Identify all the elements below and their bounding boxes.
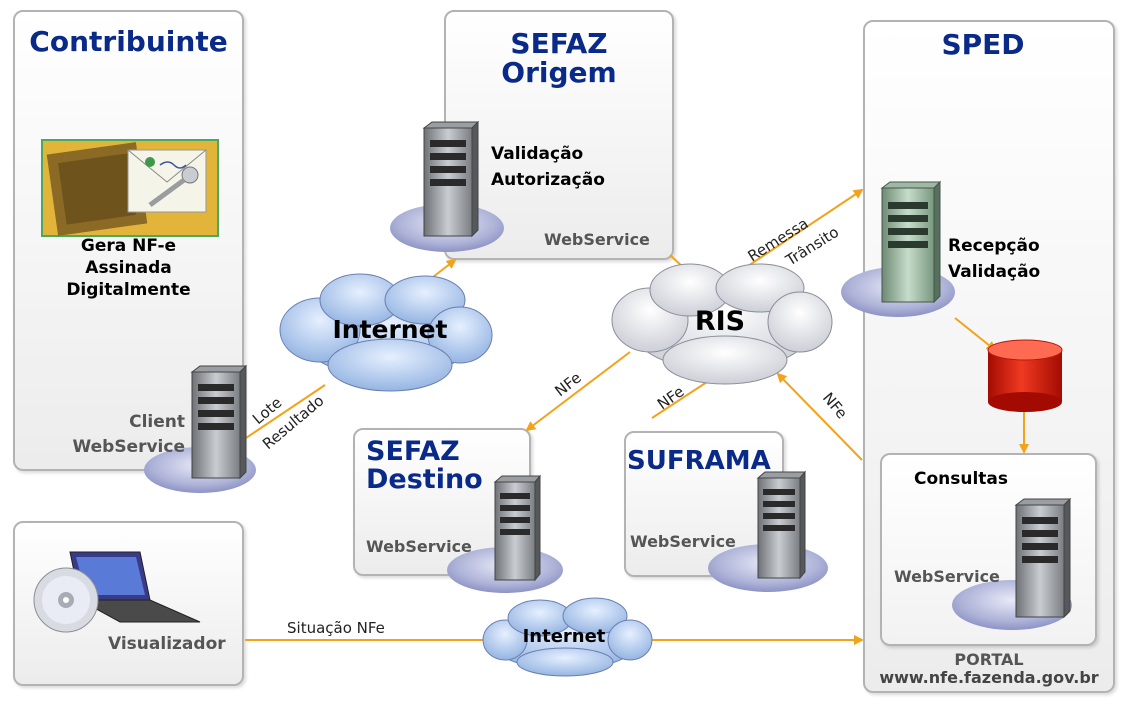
desc-line-1: Gera NF-e	[80, 236, 177, 256]
sefaz-destino-server-icon	[447, 474, 563, 593]
nfe-destino-label: NFe	[551, 369, 584, 401]
ris-label: RIS	[694, 306, 746, 337]
ris-to-sped-arrow	[744, 188, 864, 269]
database-icon	[987, 339, 1063, 412]
internet-bottom-cloud	[482, 597, 653, 677]
internet-top-label: Internet	[332, 315, 448, 344]
validacao-label: Validação	[491, 144, 584, 164]
sped-server-icon	[841, 180, 955, 317]
client-server-icon	[144, 364, 256, 493]
ris-to-suframa-line	[651, 379, 711, 419]
nfe-suframa-label: NFe	[654, 382, 687, 413]
nfe-portal-label: NFe	[819, 389, 851, 422]
contribuinte-title: Contribuinte	[29, 25, 228, 58]
internet-top-cloud	[279, 273, 493, 392]
visualizador-label: Visualizador	[108, 634, 226, 654]
sefaz-destino-title: SEFAZ Destino	[366, 436, 483, 496]
consultas-server-icon	[952, 497, 1072, 630]
ris-cloud	[611, 263, 833, 385]
sefaz-destino-title-line2: Destino	[366, 464, 483, 496]
suframa-server-icon	[708, 470, 828, 592]
suframa-webservice: WebService	[630, 532, 736, 551]
cd-disc-icon	[33, 567, 99, 633]
sefaz-destino-webservice: WebService	[366, 537, 472, 556]
sped-to-db-arrow	[954, 317, 997, 352]
signed-envelope-icon	[41, 139, 219, 237]
contribuinte-description: Gera NF-e Assinada Digitalmente	[13, 235, 244, 301]
consultas-webservice: WebService	[894, 567, 1000, 586]
autorizacao-label: Autorização	[491, 170, 605, 191]
connectors	[242, 188, 1029, 645]
client-label: Client	[129, 412, 185, 432]
sefaz-origem-functions: Validação Autorização	[491, 141, 605, 194]
situacao-nfe-label: Situação NFe	[287, 619, 385, 637]
sped-functions: Recepção Validação	[948, 233, 1040, 286]
portal-url[interactable]: www.nfe.fazenda.gov.br	[879, 668, 1099, 687]
portal-to-ris-arrow	[776, 372, 863, 461]
sped-title: SPED	[941, 28, 1025, 61]
desc-line-2: Assinada	[85, 258, 172, 279]
sefaz-origem-server-icon	[390, 120, 504, 252]
sefaz-origem-title: SEFAZ Origem	[444, 29, 674, 88]
sefaz-destino-title-line1: SEFAZ	[366, 436, 460, 467]
sped-validacao-label: Validação	[948, 262, 1041, 283]
recepcao-label: Recepção	[948, 236, 1040, 256]
desc-line-3: Digitalmente	[66, 280, 191, 301]
suframa-title: SUFRAMA	[627, 446, 771, 476]
consultas-title: Consultas	[914, 469, 1009, 489]
sefaz-origem-title-line2: Origem	[501, 56, 617, 90]
internet-bottom-label: Internet	[522, 626, 606, 647]
webservice-label: WebService	[72, 436, 185, 457]
portal-label: PORTAL	[954, 650, 1024, 669]
ris-to-destino-arrow	[525, 351, 631, 432]
lote-line	[242, 384, 326, 441]
sefaz-origem-title-line1: SEFAZ	[510, 27, 608, 60]
client-webservice-label: Client WebService	[50, 410, 185, 459]
sefaz-origem-webservice: WebService	[544, 230, 650, 249]
